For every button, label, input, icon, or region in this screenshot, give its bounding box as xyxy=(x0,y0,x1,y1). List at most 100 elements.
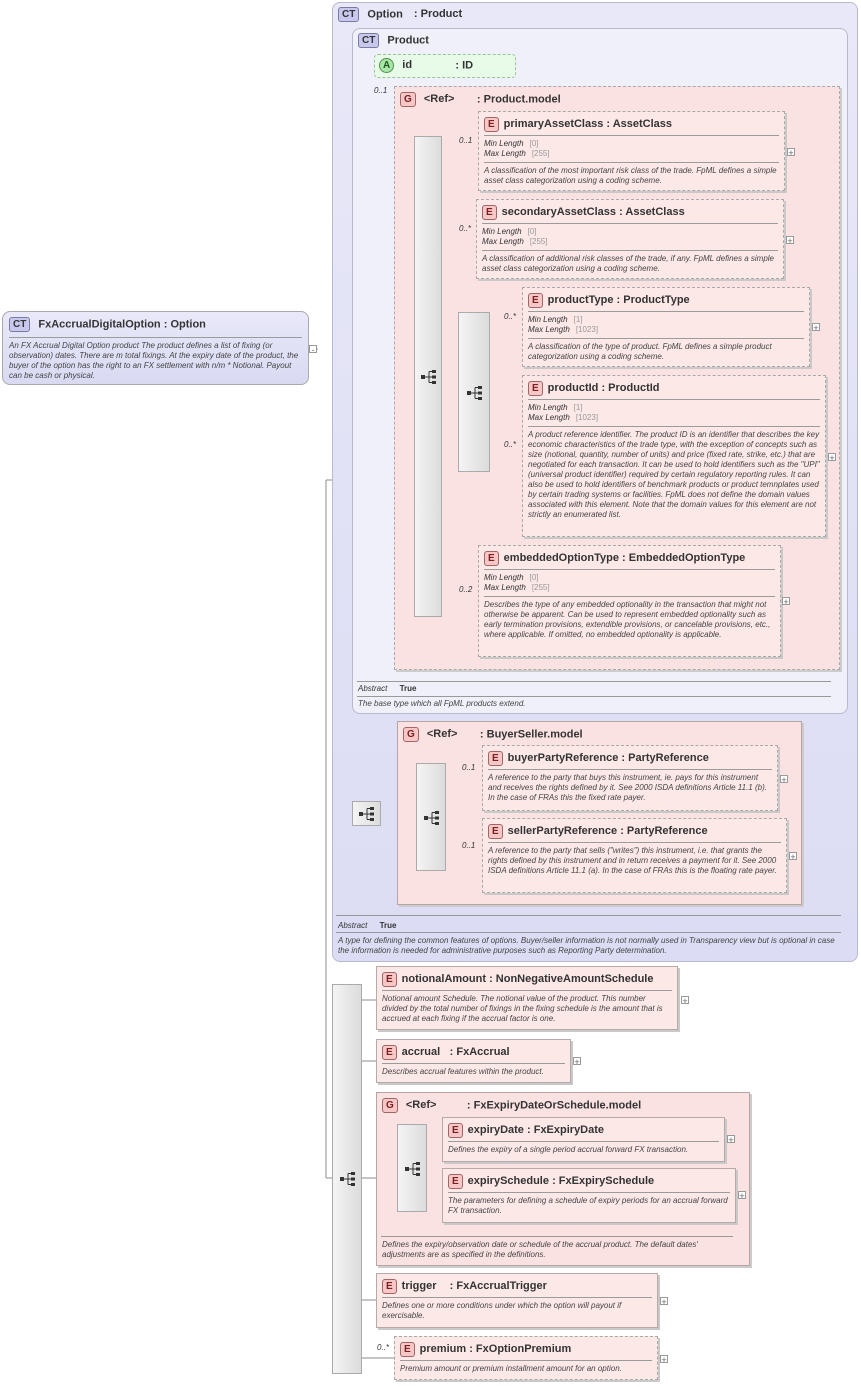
element-name: buyerPartyReference xyxy=(507,752,619,764)
element-doc: Describes the type of any embedded optio… xyxy=(484,600,771,639)
expand-icon[interactable]: + xyxy=(782,597,790,607)
root-doc: An FX Accrual Digital Option product The… xyxy=(9,341,299,380)
expand-icon[interactable]: - xyxy=(309,345,317,355)
attribute-type: : ID xyxy=(455,59,474,72)
choice-compositor[interactable] xyxy=(397,1124,427,1212)
option-doc: A type for defining the common features … xyxy=(338,936,835,955)
element-name: premium xyxy=(419,1343,467,1355)
attribute-name: id xyxy=(402,59,413,72)
max-length-value: [255] xyxy=(531,149,550,158)
element-cardinality: 0..* xyxy=(504,312,517,321)
min-length-label: Min Length xyxy=(528,403,568,412)
element-name: accrual xyxy=(401,1046,441,1058)
element-type: : AssetClass xyxy=(619,206,685,218)
group-name: : BuyerSeller.model xyxy=(479,728,583,741)
group-ref: <Ref> xyxy=(423,93,455,106)
element-type: : PartyReference xyxy=(620,825,708,837)
element-type: : FxAccrual xyxy=(449,1046,510,1058)
element-icon: E xyxy=(528,292,543,308)
sequence-icon xyxy=(405,1162,420,1176)
expand-icon[interactable]: + xyxy=(681,996,689,1006)
element-name: embeddedOptionType xyxy=(503,552,619,564)
sequence-icon xyxy=(340,1172,355,1186)
attribute-icon: A xyxy=(379,58,395,73)
expand-icon[interactable]: + xyxy=(660,1355,668,1365)
element-icon: E xyxy=(382,1278,397,1294)
sequence-icon xyxy=(359,807,374,821)
element-type: : NonNegativeAmountSchedule xyxy=(489,973,654,985)
element-doc: A classification of the type of product.… xyxy=(528,342,772,361)
expand-icon[interactable]: + xyxy=(573,1057,581,1067)
expand-icon[interactable]: + xyxy=(660,1297,668,1307)
sequence-compositor[interactable] xyxy=(352,801,381,826)
element-cardinality: 0..1 xyxy=(459,136,473,145)
root-complex-type[interactable]: CT FxAccrualDigitalOption : Option An FX… xyxy=(2,311,309,385)
max-length-label: Max Length xyxy=(528,325,570,334)
complex-type-icon: CT xyxy=(358,33,380,48)
element-doc: Defines one or more conditions under whi… xyxy=(382,1301,622,1320)
element-cardinality: 0..* xyxy=(459,224,472,233)
element-doc: A product reference identifier. The prod… xyxy=(528,430,820,519)
element-icon: E xyxy=(484,550,499,566)
expand-icon[interactable]: + xyxy=(786,236,794,246)
element-type: : PartyReference xyxy=(621,752,709,764)
element-icon: E xyxy=(382,1044,397,1060)
element-name: notionalAmount xyxy=(401,973,486,985)
option-name: Option xyxy=(367,8,403,21)
sequence-compositor[interactable] xyxy=(416,763,446,871)
expand-icon[interactable]: + xyxy=(828,453,836,463)
element-name: secondaryAssetClass xyxy=(501,206,617,218)
expand-icon[interactable]: + xyxy=(787,148,795,158)
element-type: : FxExpirySchedule xyxy=(552,1175,655,1187)
group-name: : Product.model xyxy=(476,93,561,106)
max-length-value: [255] xyxy=(529,237,548,246)
min-length-value: [0] xyxy=(527,227,537,236)
max-length-label: Max Length xyxy=(528,413,570,422)
element-type: : AssetClass xyxy=(606,118,673,130)
group-ref: <Ref> xyxy=(405,1099,437,1112)
element-doc: Notional amount Schedule. The notional v… xyxy=(382,994,663,1023)
choice-compositor[interactable] xyxy=(458,312,490,472)
min-length-label: Min Length xyxy=(482,227,522,236)
element-doc: Describes accrual features within the pr… xyxy=(382,1067,544,1076)
expand-icon[interactable]: + xyxy=(727,1135,735,1145)
element-name: expirySchedule xyxy=(467,1175,549,1187)
group-icon: G xyxy=(403,727,419,742)
main-sequence-compositor[interactable] xyxy=(332,984,362,1374)
element-doc: A classification of additional risk clas… xyxy=(482,254,774,273)
max-length-value: [255] xyxy=(531,583,550,592)
expand-icon[interactable]: + xyxy=(738,1191,746,1201)
expand-icon[interactable]: + xyxy=(780,775,788,785)
element-icon: E xyxy=(482,204,497,220)
element-doc: A classification of the most important r… xyxy=(484,166,777,185)
attribute-id[interactable]: A id : ID xyxy=(374,54,516,78)
product-name: Product xyxy=(387,34,429,47)
sequence-compositor[interactable] xyxy=(414,136,442,617)
element-name: productType xyxy=(547,294,614,306)
element-name: primaryAssetClass xyxy=(503,118,604,130)
option-type: : Product xyxy=(413,8,463,21)
min-length-value: [0] xyxy=(529,139,539,148)
sequence-icon xyxy=(421,370,436,384)
expand-icon[interactable]: + xyxy=(789,852,797,862)
element-type: : EmbeddedOptionType xyxy=(622,552,746,564)
element-icon: E xyxy=(382,971,397,987)
element-icon: E xyxy=(448,1122,463,1138)
expand-icon[interactable]: + xyxy=(812,323,820,333)
element-icon: E xyxy=(484,116,499,132)
element-type: : ProductType xyxy=(616,294,690,306)
root-name: FxAccrualDigitalOption xyxy=(38,318,161,331)
